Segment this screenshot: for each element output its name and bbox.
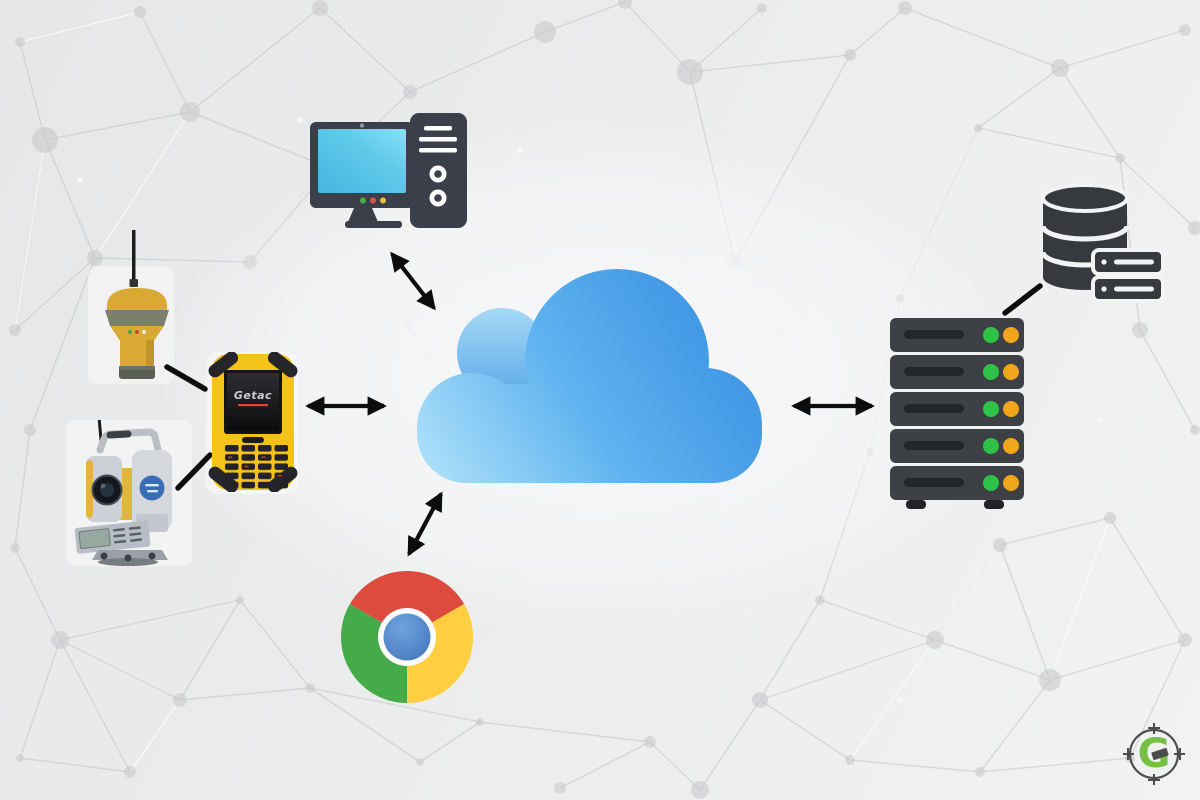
tower-vents xyxy=(419,126,457,153)
server-unit xyxy=(890,429,1024,463)
rugged-handheld-icon: Getac xyxy=(208,352,298,492)
cloud-main-body xyxy=(417,269,762,483)
station-logo-marks xyxy=(145,484,159,493)
station-logo-badge xyxy=(139,475,165,501)
total-station-icon xyxy=(70,416,190,566)
webcam-dot xyxy=(359,123,365,128)
logo-crosshair-ticks xyxy=(1123,723,1185,785)
tower-buttons xyxy=(429,165,447,207)
handheld-screen xyxy=(227,373,279,431)
antenna-connector xyxy=(129,279,138,287)
server-unit xyxy=(890,355,1024,389)
monitor-indicator-dots xyxy=(360,197,386,204)
chrome-red-segment xyxy=(349,570,465,637)
cloud-icon xyxy=(412,256,767,496)
server-units xyxy=(890,318,1024,500)
chrome-blue-center xyxy=(383,613,431,661)
handheld-logo-pill xyxy=(242,437,264,443)
server-unit xyxy=(890,318,1024,352)
gnss-receiver-icon xyxy=(92,230,182,382)
logo-crossbar xyxy=(1151,747,1169,761)
station-level-screws xyxy=(100,552,156,562)
station-yellow-stripe xyxy=(86,460,93,518)
server-rack-icon xyxy=(888,318,1028,510)
monitor-base xyxy=(345,221,402,228)
handheld-keypad xyxy=(225,445,291,490)
station-display-panel xyxy=(74,520,151,554)
edge-gnss-handheld xyxy=(164,364,208,392)
station-lcd xyxy=(78,528,111,549)
edge-server-database xyxy=(1002,283,1043,316)
edge-computer-cloud xyxy=(390,251,436,311)
monitor-screen xyxy=(318,129,406,193)
db-server-boxes xyxy=(1091,248,1165,303)
database-icon xyxy=(1040,182,1165,312)
station-base-plate xyxy=(98,558,158,566)
server-unit xyxy=(890,392,1024,426)
handheld-brand-text: Getac xyxy=(234,389,272,402)
db-cylinder-top xyxy=(1041,183,1129,213)
monitor-stand xyxy=(348,208,378,222)
chrome-browser-icon xyxy=(337,567,477,707)
gnss-radio-band xyxy=(105,310,169,326)
server-unit xyxy=(890,466,1024,500)
gnss-leds xyxy=(128,330,146,334)
desktop-computer-icon xyxy=(306,110,468,234)
gnss-base-band xyxy=(119,366,155,370)
watermark-logo: G xyxy=(1122,722,1186,786)
gnss-antenna xyxy=(132,230,136,282)
screen-underline xyxy=(238,404,268,407)
keypad-red-marks xyxy=(228,456,282,477)
edge-station-handheld xyxy=(175,452,213,491)
station-keys xyxy=(112,526,143,544)
station-handle-grip xyxy=(106,430,132,439)
gnss-column-shade xyxy=(146,340,154,368)
gnss-dome xyxy=(107,288,167,310)
edge-cloud-browser xyxy=(407,491,443,557)
server-feet xyxy=(906,500,1004,509)
